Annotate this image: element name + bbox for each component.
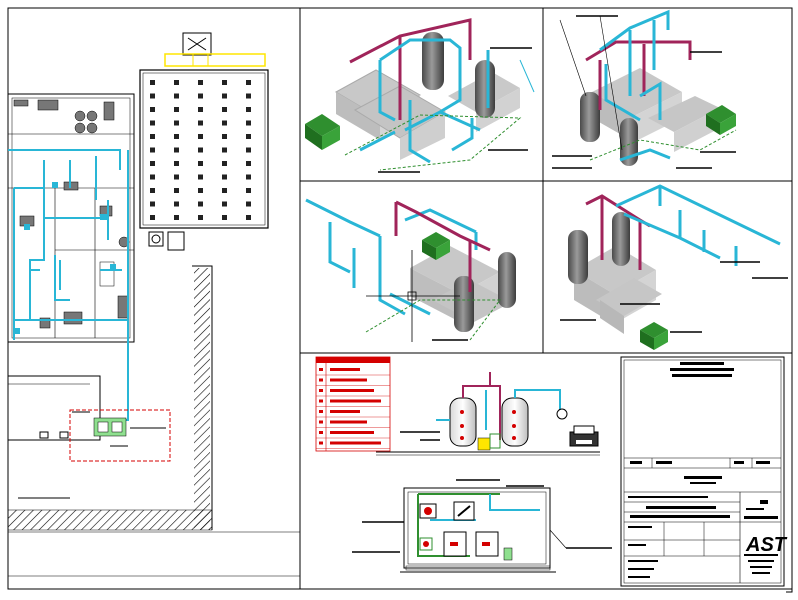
structural-column xyxy=(174,80,179,85)
structural-column xyxy=(174,161,179,166)
structural-column xyxy=(198,93,203,99)
legend-symbol xyxy=(319,399,323,403)
structural-column xyxy=(174,134,179,139)
structural-column xyxy=(222,161,227,166)
structural-column xyxy=(174,215,179,220)
structural-column xyxy=(174,201,179,207)
structural-column xyxy=(222,201,227,207)
structural-column xyxy=(174,120,179,126)
legend-symbol xyxy=(319,431,323,434)
compressor-room-highlight xyxy=(69,409,171,462)
structural-column xyxy=(174,93,179,99)
hatched-wall-horizontal xyxy=(7,509,213,531)
structural-column xyxy=(246,80,251,85)
legend-description xyxy=(330,389,374,392)
structural-column xyxy=(150,80,155,85)
structural-column xyxy=(246,161,251,166)
printer-icon xyxy=(569,425,599,447)
isometric-view-1 xyxy=(305,18,535,173)
structural-column xyxy=(198,201,203,207)
structural-column xyxy=(150,174,155,180)
structural-column xyxy=(246,215,251,220)
legend-description xyxy=(330,378,367,382)
company-logo: AST xyxy=(744,534,788,574)
structural-column xyxy=(150,161,155,166)
structural-column xyxy=(222,107,227,112)
site-plan xyxy=(7,32,300,577)
structural-column xyxy=(198,161,203,166)
structural-column xyxy=(246,93,251,99)
structural-column xyxy=(198,120,203,126)
legend-symbol xyxy=(319,441,323,445)
structural-column xyxy=(174,107,179,112)
structural-column xyxy=(150,201,155,207)
yellow-outline-block xyxy=(164,53,266,67)
svg-text:AST: AST xyxy=(745,534,788,556)
structural-column xyxy=(222,188,227,193)
structural-column xyxy=(246,134,251,139)
structural-column xyxy=(150,147,155,153)
structural-column xyxy=(246,147,251,153)
structural-column xyxy=(246,201,251,207)
structural-column xyxy=(174,147,179,153)
cad-pickbox[interactable] xyxy=(407,291,417,301)
structural-column xyxy=(222,93,227,99)
isometric-view-3 xyxy=(305,198,516,342)
factory-building xyxy=(7,93,135,343)
title-block: AST xyxy=(620,356,788,587)
structural-column xyxy=(246,188,251,193)
structural-column xyxy=(150,120,155,126)
legend-description xyxy=(330,410,360,413)
compressor-room-plan xyxy=(352,479,612,573)
structural-column xyxy=(222,80,227,85)
legend-description xyxy=(330,399,381,403)
hatched-wall-vertical xyxy=(194,268,210,530)
legend-symbol xyxy=(319,378,323,382)
structural-column xyxy=(222,120,227,126)
structural-column xyxy=(198,134,203,139)
legend-symbol xyxy=(319,410,323,413)
legend-description xyxy=(330,431,374,434)
legend-description xyxy=(330,368,360,371)
structural-column xyxy=(222,174,227,180)
elevation-view xyxy=(376,372,600,456)
legend-table xyxy=(315,356,391,452)
structural-column xyxy=(150,107,155,112)
structural-column xyxy=(150,93,155,99)
legend-description xyxy=(330,420,367,424)
structural-column xyxy=(198,188,203,193)
structural-column xyxy=(246,120,251,126)
structural-column xyxy=(174,188,179,193)
structural-column xyxy=(246,107,251,112)
isometric-view-2 xyxy=(552,9,737,169)
structural-column xyxy=(198,80,203,85)
isometric-view-4 xyxy=(560,184,788,350)
structural-column xyxy=(198,147,203,153)
structural-column xyxy=(198,107,203,112)
legend-symbol xyxy=(319,420,323,424)
structural-column xyxy=(198,174,203,180)
legend-description xyxy=(330,441,381,445)
legend-symbol xyxy=(319,389,323,392)
structural-column xyxy=(150,188,155,193)
structural-column xyxy=(222,215,227,220)
compressed-air-network xyxy=(8,149,129,421)
legend-symbol xyxy=(319,368,323,371)
structural-column xyxy=(150,134,155,139)
structural-column xyxy=(174,174,179,180)
structural-column xyxy=(246,174,251,180)
structural-column xyxy=(150,215,155,220)
structural-column xyxy=(198,215,203,220)
structural-column xyxy=(222,134,227,139)
structural-column xyxy=(222,147,227,153)
